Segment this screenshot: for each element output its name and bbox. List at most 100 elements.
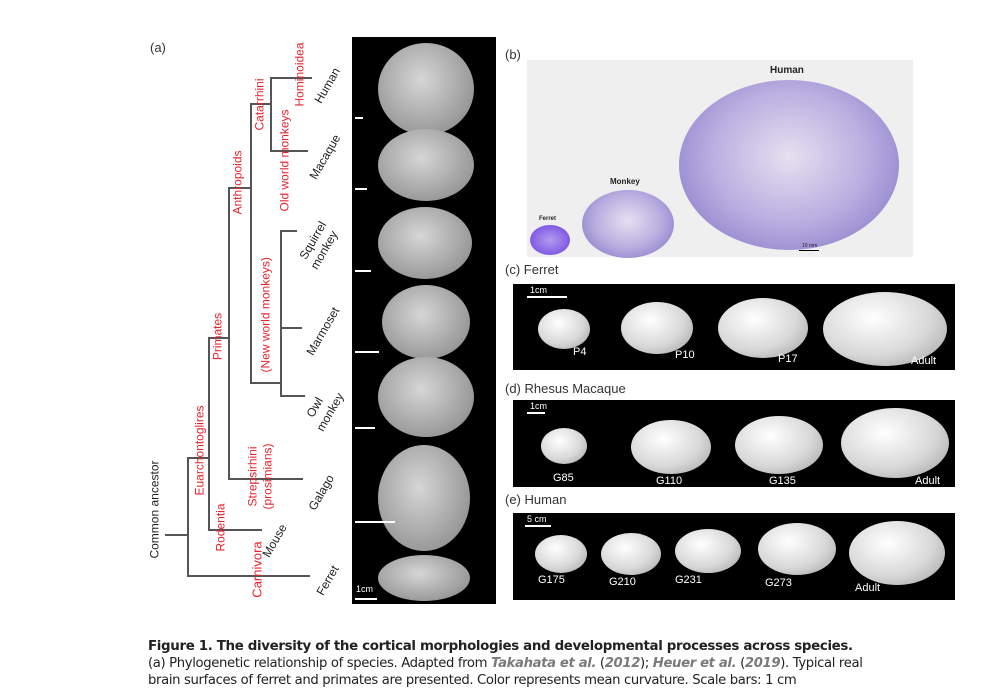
stage-label: G110: [656, 475, 683, 487]
stage-label: Adult: [911, 355, 937, 367]
scale-bar: [355, 351, 379, 353]
species-ferret: Ferret: [313, 563, 342, 598]
stage-label: P4: [573, 346, 587, 358]
caption-text: . Typical real: [785, 656, 863, 671]
panel-title: Rhesus Macaque: [524, 381, 626, 396]
species-human: Human: [311, 65, 343, 106]
panel-letter: (d): [505, 381, 521, 396]
brain-image-g110: [631, 420, 711, 474]
monkey-section-image: [582, 190, 674, 258]
tree-branch: [228, 187, 230, 479]
stage-label: P10: [675, 349, 695, 361]
panel-title: Human: [524, 492, 567, 507]
ferret-section-image: [530, 225, 570, 255]
clade-prosimians: (prosimians): [260, 443, 275, 510]
scale-bar: [799, 250, 819, 251]
macaque-brain-image: [378, 129, 474, 201]
brain-surface-strip: 1cm: [352, 37, 496, 604]
citation-year-link[interactable]: 2012: [604, 656, 641, 671]
species-macaque: Macaque: [306, 131, 344, 182]
brain-image-adult: [823, 292, 947, 366]
figure-caption-line: (a) Phylogenetic relationship of species…: [148, 656, 863, 671]
clade-old-world-monkeys: Old world monkeys: [277, 109, 292, 212]
panel-title: Ferret: [523, 262, 559, 277]
clade-rodentia: Rodentia: [213, 503, 228, 552]
scale-bar: [355, 521, 395, 523]
tree-branch: [270, 77, 272, 151]
human-section-image: [679, 80, 899, 250]
brain-image-p4: [538, 309, 590, 349]
citation-link-heuer[interactable]: Heuer et al.: [652, 656, 737, 671]
root-label: Common ancestor: [147, 460, 162, 559]
scale-bar: [355, 427, 375, 429]
stage-label: G85: [553, 472, 574, 484]
ferret-brain-image: [378, 555, 470, 601]
stage-label: G135: [769, 475, 796, 487]
scale-bar: [355, 117, 363, 119]
scale-bar: [355, 188, 367, 190]
clade-catarrhini: Catarrhini: [252, 78, 267, 131]
scale-label: 5 cm: [527, 514, 547, 524]
clade-euarchontoglires: Euarchontoglires: [192, 405, 207, 496]
human-development-panel: 5 cm G175 G210 G231 G273 Adult: [513, 513, 955, 600]
tree-branch: [208, 337, 228, 339]
tree-branch: [280, 395, 305, 397]
tree-branch: [280, 327, 302, 329]
brain-image-g231: [675, 529, 741, 573]
stage-label: G175: [538, 574, 565, 586]
brain-image-adult: [841, 408, 949, 478]
clade-anthropoids: Anthropoids: [230, 150, 245, 215]
tree-branch: [187, 457, 208, 459]
marmoset-brain-image: [382, 285, 470, 359]
tree-branch: [250, 382, 280, 384]
figure-caption-line: brain surfaces of ferret and primates ar…: [148, 673, 797, 688]
panel-letter: (e): [505, 492, 521, 507]
tree-branch: [280, 230, 297, 232]
panel-letter: (c): [505, 262, 521, 277]
stage-label: G273: [765, 577, 792, 589]
scale-bar: [525, 525, 551, 527]
scale-label: 1cm: [356, 584, 374, 594]
scale-bar: [355, 598, 377, 600]
brain-image-p10: [621, 302, 693, 354]
citation-year-link[interactable]: 2019: [744, 656, 781, 671]
monkey-label: Monkey: [610, 177, 640, 186]
ferret-development-panel: 1cm P4 P10 P17 Adult: [513, 284, 955, 370]
brain-image-g273: [758, 523, 836, 575]
stage-label: Adult: [855, 582, 881, 594]
citation-link-takahata[interactable]: Takahata et al.: [490, 656, 597, 671]
panel-a-label: (a): [150, 40, 166, 55]
panel-e-label: (e) Human: [505, 492, 566, 507]
stage-label: G210: [609, 576, 636, 588]
brain-image-g85: [541, 428, 587, 464]
panel-b-label: (b): [505, 47, 521, 62]
scale-bar: [355, 270, 371, 272]
brain-image-g135: [735, 416, 823, 474]
clade-new-world-monkeys: (New world monkeys): [258, 257, 273, 373]
histology-panel: Human Monkey Ferret 10 mm: [527, 60, 913, 258]
brain-image-g210: [601, 533, 661, 575]
stage-label: P17: [778, 353, 798, 365]
brain-image-g175: [535, 535, 587, 573]
scale-label: 1cm: [530, 285, 548, 295]
tree-branch: [280, 230, 282, 396]
ferret-label: Ferret: [539, 216, 557, 222]
tree-branch: [270, 150, 308, 152]
clade-hominoidea: Hominoidea: [292, 42, 307, 107]
tree-branch: [187, 575, 310, 577]
figure-caption-title: Figure 1. The diversity of the cortical …: [148, 639, 853, 654]
scale-label: 10 mm: [802, 243, 818, 249]
tree-branch: [250, 103, 252, 383]
squirrel-monkey-brain-image: [378, 207, 472, 279]
human-label: Human: [770, 65, 804, 76]
human-brain-image: [378, 43, 474, 135]
tree-branch: [165, 534, 187, 536]
tree-branch: [250, 103, 270, 105]
owl-monkey-brain-image: [378, 357, 474, 437]
scale-bar: [527, 412, 545, 414]
macaque-development-panel: 1cm G85 G110 G135 Adult: [513, 400, 955, 487]
clade-primates: Primates: [210, 312, 225, 361]
species-marmoset: Marmoset: [303, 304, 343, 358]
stage-label: Adult: [915, 475, 941, 487]
caption-text: (a) Phylogenetic relationship of species…: [148, 656, 491, 671]
